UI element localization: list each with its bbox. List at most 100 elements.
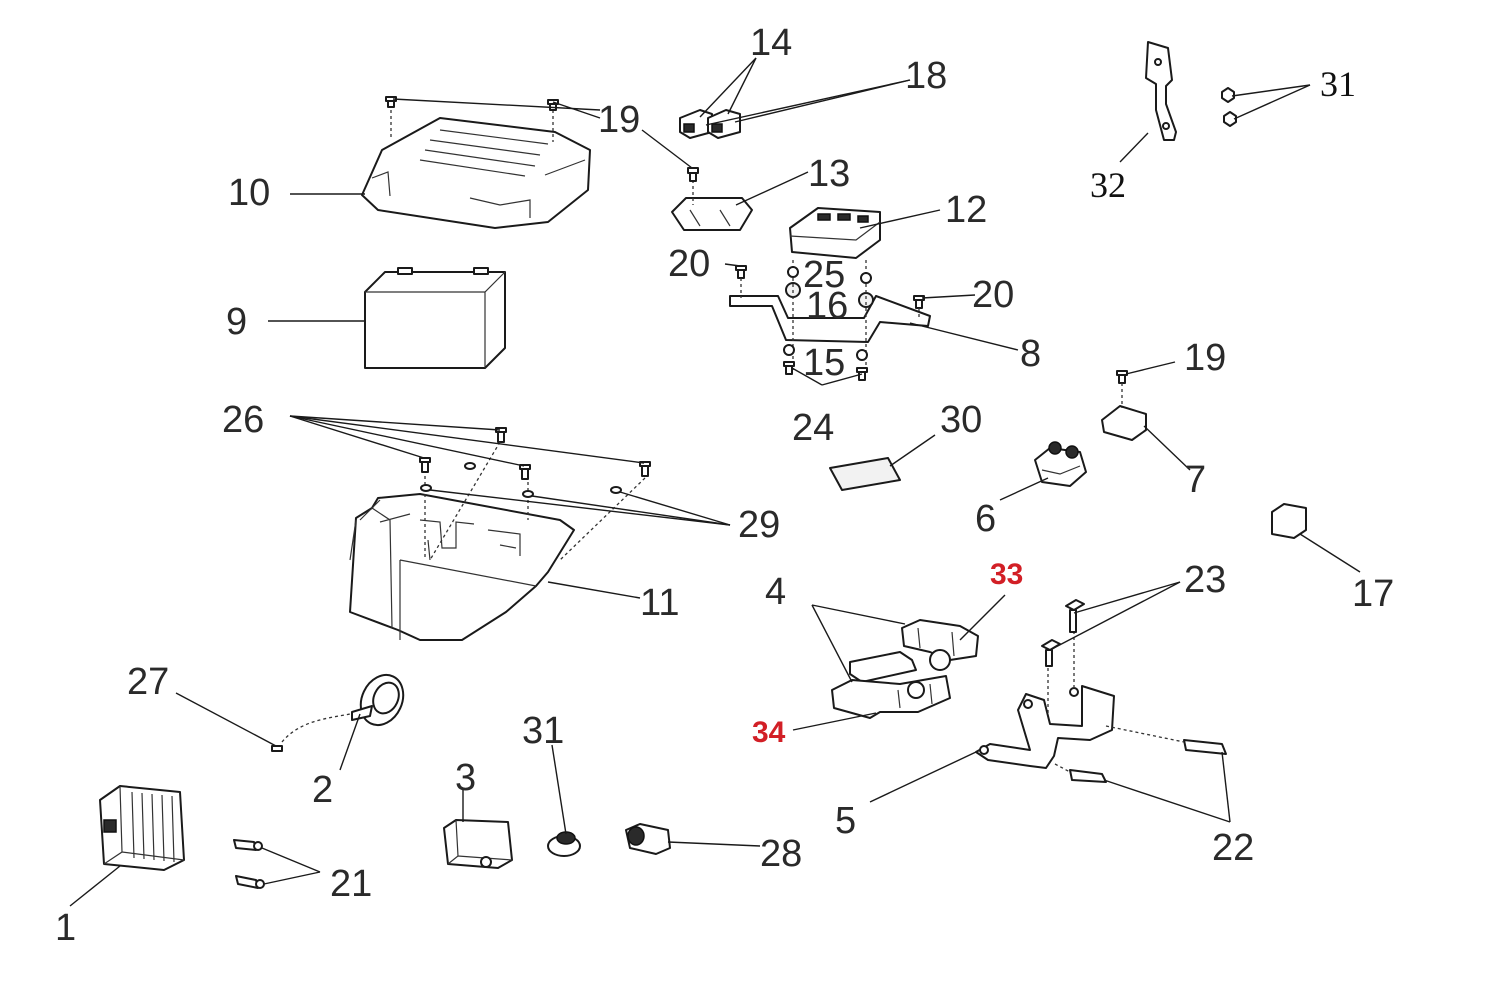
leader-7 — [1143, 425, 1191, 471]
battery-box-part — [349, 427, 651, 641]
fuse-holder-bracket-part — [671, 167, 753, 231]
label-17: 17 — [1352, 573, 1394, 615]
leader-21b — [263, 871, 321, 885]
leader-21a — [261, 847, 321, 873]
label-16: 16 — [806, 285, 848, 327]
label-9: 9 — [226, 301, 247, 343]
label-12: 12 — [945, 189, 987, 231]
label-34: 34 — [752, 716, 786, 749]
leader-33 — [959, 594, 1006, 641]
leader-19d — [1125, 361, 1176, 375]
starter-relay-part — [1034, 441, 1087, 487]
leader-29a — [429, 489, 731, 526]
leader-19c — [641, 129, 693, 169]
label-25: 25 — [803, 254, 845, 296]
leader-22b — [1103, 779, 1231, 823]
leader-27 — [175, 692, 277, 747]
clip-part — [1101, 370, 1147, 441]
label-19-top: 19 — [598, 99, 640, 141]
ignition-switch-part — [625, 823, 671, 855]
leader-26a — [289, 415, 501, 431]
leader-31c — [551, 744, 567, 835]
label-10: 10 — [228, 172, 270, 214]
foam-pad-part — [829, 457, 901, 491]
leader-26c — [289, 415, 525, 467]
leader-26b — [289, 415, 425, 459]
bolts-21-part — [233, 839, 265, 889]
label-1: 1 — [55, 907, 76, 949]
leader-26d — [289, 415, 645, 464]
leader-19 — [392, 98, 601, 111]
label-27: 27 — [127, 661, 169, 703]
leader-14a — [699, 57, 757, 118]
leader-31a — [1231, 84, 1311, 97]
connector-part — [679, 109, 741, 139]
label-6: 6 — [975, 498, 996, 540]
horn-part — [271, 673, 405, 752]
leader-23a — [1073, 581, 1181, 614]
leader-28 — [667, 841, 761, 847]
switch-assembly-part — [831, 619, 979, 719]
leader-30 — [889, 434, 936, 467]
leader-6 — [999, 477, 1049, 501]
socket-31-part — [547, 831, 581, 857]
label-5: 5 — [835, 800, 856, 842]
label-13: 13 — [808, 153, 850, 195]
label-19-right: 19 — [1184, 337, 1226, 379]
label-21: 21 — [330, 863, 372, 905]
leader-34 — [792, 712, 877, 731]
leader-24a — [791, 367, 823, 386]
leader-31b — [1233, 84, 1311, 120]
leader-32 — [1119, 132, 1149, 163]
label-14: 14 — [750, 22, 792, 64]
label-24: 24 — [792, 407, 834, 449]
leader-29b — [531, 495, 731, 526]
leader-11 — [547, 581, 641, 599]
leader-4b — [811, 604, 853, 683]
switch-part — [443, 819, 513, 869]
label-32: 32 — [1090, 165, 1126, 205]
leader-22a — [1221, 751, 1231, 823]
battery-cover-part — [361, 96, 591, 229]
leader-2 — [339, 713, 361, 771]
side-bracket-part — [1145, 41, 1237, 141]
label-31-top: 31 — [1320, 64, 1356, 104]
battery-part — [364, 267, 506, 369]
leader-23b — [1049, 581, 1181, 651]
label-29: 29 — [738, 504, 780, 546]
label-20-right: 20 — [972, 274, 1014, 316]
label-30: 30 — [940, 399, 982, 441]
regulator-module-part — [789, 207, 881, 259]
label-31-bottom: 31 — [522, 710, 564, 752]
leader-29c — [619, 491, 731, 526]
label-8: 8 — [1020, 333, 1041, 375]
leader-12 — [859, 209, 941, 229]
label-11: 11 — [640, 582, 679, 624]
leader-18b — [734, 79, 911, 123]
flasher-relay-part — [1271, 503, 1307, 539]
mounting-plate-part — [729, 260, 931, 381]
leader-5 — [869, 751, 977, 803]
label-3: 3 — [455, 757, 476, 799]
label-18: 18 — [905, 55, 947, 97]
switch-bracket-part — [975, 599, 1227, 783]
label-26: 26 — [222, 399, 264, 441]
leader-1 — [69, 865, 121, 907]
leader-14b — [727, 57, 757, 115]
label-28: 28 — [760, 833, 802, 875]
leader-13 — [735, 171, 809, 206]
label-20-left: 20 — [668, 243, 710, 285]
label-7: 7 — [1185, 459, 1206, 501]
label-22: 22 — [1212, 827, 1254, 869]
label-15: 15 — [803, 342, 845, 384]
leader-19b — [552, 101, 601, 119]
label-2: 2 — [312, 769, 333, 811]
leader-4a — [811, 604, 906, 625]
leader-20b — [921, 294, 976, 299]
rectifier-regulator-part — [99, 785, 185, 871]
label-33: 33 — [990, 558, 1023, 591]
label-23: 23 — [1184, 559, 1226, 601]
leader-20a — [724, 263, 741, 267]
